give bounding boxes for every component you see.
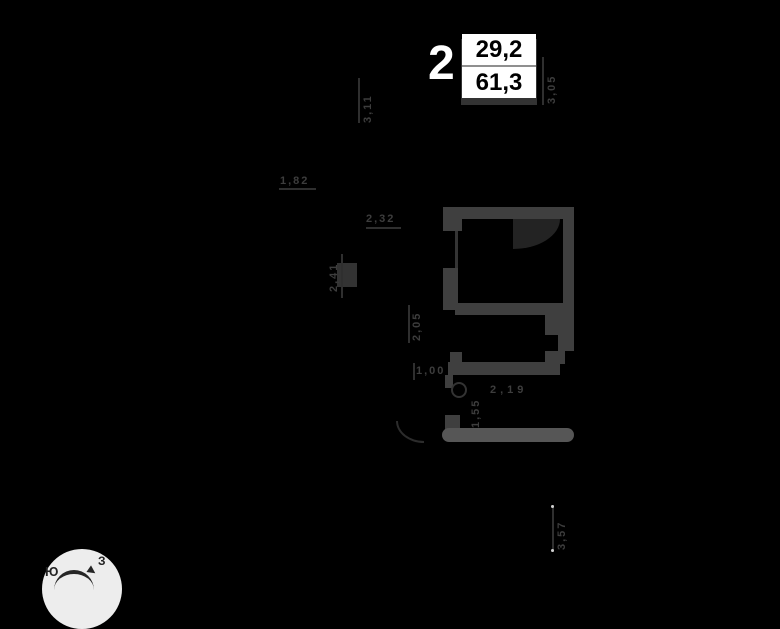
plumbing-symbol-icon [451,382,467,398]
compass-needle-icon [54,570,94,590]
wall-segment [545,315,574,335]
dimension-label: 3,05 [546,74,558,104]
wall-segment [545,351,565,364]
dimension-label: 2,05 [411,311,423,341]
floor-plan-canvas: { "colors": { "background": "#000000", "… [42,34,574,629]
wall-segment [445,375,453,388]
compass-west-label: З [98,554,106,568]
dimension-label: 2,41 [328,262,340,292]
wall-segment [443,268,458,310]
dimension-label: 1,55 [470,398,482,428]
living-area-value: 29,2 [462,34,536,67]
compass-south-label: Ю [45,564,59,579]
wall-segment [448,362,560,375]
wall-segment [563,207,574,315]
dimension-line [279,188,316,190]
dimension-tick [551,549,554,552]
wall-segment [455,303,574,315]
dimension-tick [551,505,554,508]
dimension-label: 3,11 [362,94,374,123]
dimension-line [341,254,343,298]
dimension-label: 2,32 [366,213,396,225]
dimension-line [552,505,554,552]
wall-segment [450,207,574,219]
wall-segment [450,352,462,362]
dimension-line [358,78,360,123]
dimension-line [408,305,410,343]
dimension-label: 1,00 [416,365,446,377]
dimension-line [366,227,401,229]
dimension-line [542,57,544,105]
door-arc-icon [396,421,424,443]
dimension-label: 1,82 [280,175,310,187]
area-card: 29,2 61,3 [462,34,536,98]
door-swing-icon [513,219,560,249]
dimension-label: 3,57 [556,520,568,550]
total-area-value: 61,3 [475,68,523,96]
wall-segment [455,231,458,303]
room-count: 2 [428,37,455,90]
wall-segment [337,263,357,287]
dimension-line [413,363,415,380]
dimension-label: 2,19 [490,384,528,396]
wall-segment-entry [442,428,574,442]
wall-segment [558,335,574,351]
wall-segment [445,415,460,432]
wall-segment [443,207,462,231]
